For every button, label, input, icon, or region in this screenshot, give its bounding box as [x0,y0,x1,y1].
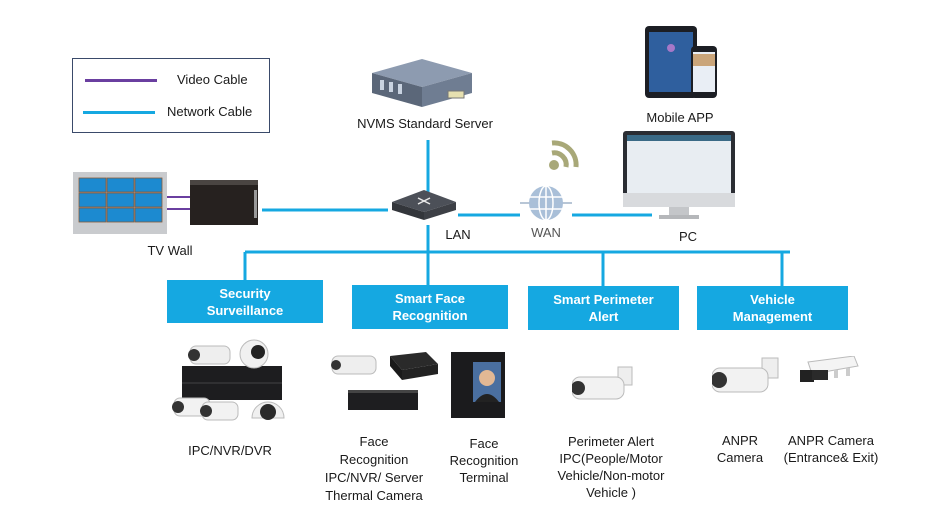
wan-label: WAN [531,225,561,240]
device-label: ANPR Camera(Entrance& Exit) [783,433,879,465]
face-ipc-nvr-icon [330,350,440,421]
category-label: Recognition [392,308,468,323]
lan-label: LAN [445,227,471,242]
wifi-signal-icon [548,140,582,177]
pc-label: PC [678,229,698,244]
mobile-label: Mobile APP [646,110,714,125]
video-wall-icon [73,172,167,239]
decoder-box-icon [190,180,260,231]
category-label: Smart Face [394,291,466,306]
globe-icon [520,183,572,228]
network-cable-swatch [83,111,155,114]
category-label: Alert [588,309,619,324]
category-label: Smart Perimeter [553,292,654,307]
category-label: Surveillance [206,302,284,318]
tablet-phone-icon [645,26,725,106]
rack-server-icon [362,55,482,115]
legend-video-label: Video Cable [177,72,248,87]
legend-network-label: Network Cable [167,104,253,119]
category-label: Vehicle [750,292,795,307]
bullet-camera-icon [571,365,636,414]
camera-nvr-set-icon [172,336,288,437]
category-label: Management [732,309,813,324]
network-switch-icon [388,188,460,227]
video-cable-swatch [85,79,157,82]
legend: Video Cable Network Cable [72,58,270,133]
face-terminal-icon [451,352,505,423]
box-camera-icon [798,355,860,397]
desktop-monitor-icon [623,131,735,226]
bullet-camera-icon [711,356,782,407]
device-label: IPC/NVR/DVR [188,443,272,458]
server-label: NVMS Standard Server [357,116,493,131]
category-label: Security [219,285,271,301]
tvwall-label: TV Wall [147,243,193,258]
